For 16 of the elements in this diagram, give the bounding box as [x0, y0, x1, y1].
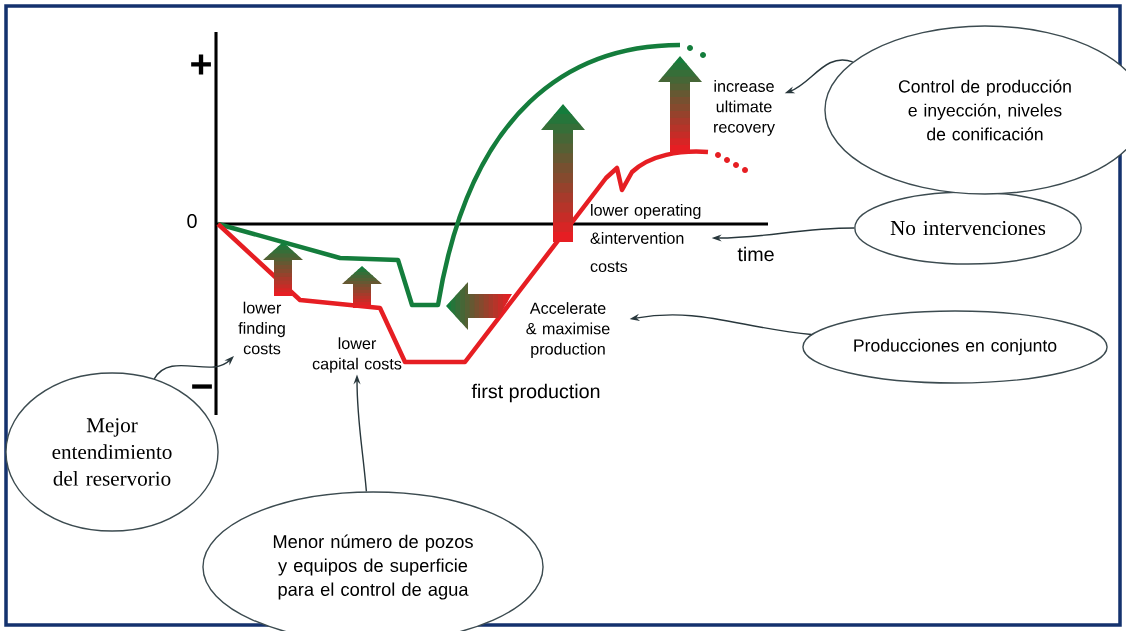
node-label: Menor número de pozos y equipos de superficie para el control de agua	[273, 534, 473, 600]
axis-label: 0	[187, 214, 197, 228]
annotation-text: Accelerate & maximise production	[526, 302, 610, 358]
speech-bubble: No intervenciones	[854, 191, 1082, 265]
annotation-text: increase ultimate recovery	[714, 80, 775, 136]
annotation-text: lower capital costs	[312, 337, 402, 373]
minus-sign: −	[192, 384, 212, 389]
annotation-text: lower operating &intervention costs	[590, 203, 701, 273]
speech-bubble: Producciones en conjunto	[802, 310, 1108, 384]
chart-label: first production	[471, 383, 600, 403]
annotation-text: lower finding costs	[238, 301, 285, 355]
leader-line	[153, 356, 234, 380]
speech-bubble: Menor número de pozos y equipos de superficie para el control de agua	[202, 491, 544, 631]
node-label: Control de producción e inyección, niveles de conificación	[898, 79, 1071, 141]
axis-label: time	[737, 246, 774, 262]
plus-sign: +	[191, 54, 211, 75]
